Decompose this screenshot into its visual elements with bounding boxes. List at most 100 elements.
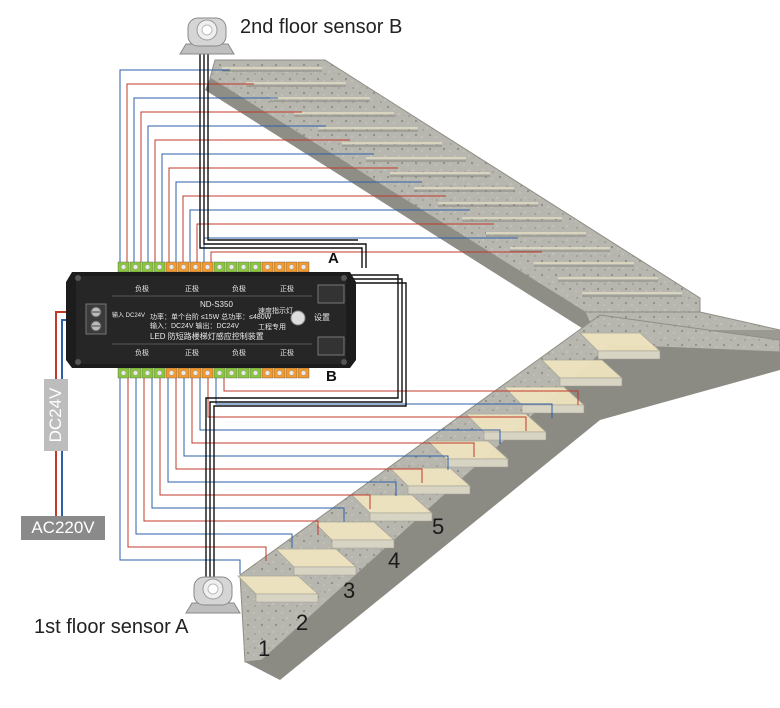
terminal-screw (228, 370, 235, 376)
terminal-screw (276, 264, 283, 270)
terminal-screw (300, 370, 307, 376)
step-riser (369, 512, 433, 522)
terminal-screw (264, 370, 271, 376)
bottom-group-label-1: 负极 (135, 350, 149, 357)
terminal-screw (180, 370, 187, 376)
led-wire-upper (154, 139, 350, 262)
terminal-screw (288, 264, 295, 270)
top-group-label-3: 负极 (232, 286, 246, 293)
step-riser (293, 566, 357, 576)
terminal-screw (120, 370, 127, 376)
terminal-screw (276, 370, 283, 376)
led-wire-upper (140, 111, 302, 262)
terminal-screw (180, 264, 187, 270)
terminal-screw (288, 370, 295, 376)
terminal-screw (204, 370, 211, 376)
led-wire-upper (210, 251, 542, 262)
led-wire-lower (159, 378, 371, 509)
led-wire-lower (215, 378, 553, 418)
screw-terminal-icon (85, 303, 107, 335)
led-wire-lower (223, 378, 579, 405)
led-wire-upper (175, 181, 422, 262)
step-riser (255, 593, 319, 603)
top-group-label-4: 正极 (280, 286, 294, 293)
engineering-label: 工程专用 (258, 324, 286, 331)
bottom-group-label-3: 负极 (232, 350, 246, 357)
sensor-b-label: 2nd floor sensor B (240, 16, 403, 38)
led-wire-lower (167, 378, 397, 496)
led-wire-upper (133, 97, 278, 262)
upper-stair-flight (205, 59, 701, 330)
port-a-label: A (328, 250, 339, 267)
terminal-screw (144, 370, 151, 376)
terminal-screw (132, 264, 139, 270)
controller-io-spec: 输入：DC24V 输出：DC24V (150, 323, 240, 330)
led-wire-lower (183, 378, 449, 470)
step-riser (331, 539, 395, 549)
led-wire-upper (119, 69, 230, 262)
top-group-label-1: 负极 (135, 286, 149, 293)
controller-model: ND-S350 (200, 300, 233, 309)
terminal-screw (252, 264, 259, 270)
led-wire-lower (143, 378, 319, 535)
terminal-screw (156, 264, 163, 270)
bottom-group-label-2: 正极 (185, 350, 199, 357)
terminal-screw (264, 264, 271, 270)
step-number-4: 4 (388, 548, 401, 573)
ac220v-label: AC220V (21, 516, 105, 540)
terminal-screw (192, 370, 199, 376)
terminal-screw (240, 264, 247, 270)
step-riser (597, 350, 661, 360)
power-input-label: 输入 DC24V (112, 313, 146, 319)
terminal-screw (228, 264, 235, 270)
sensor-a-label: 1st floor sensor A (34, 616, 189, 638)
step-riser (521, 404, 585, 414)
terminal-screw (144, 264, 151, 270)
motion-sensor-icon (179, 17, 235, 55)
port-b-label: B (326, 368, 337, 385)
step-number-5: 5 (432, 514, 445, 539)
terminal-screw (300, 264, 307, 270)
terminal-screw (120, 264, 127, 270)
step-riser (445, 458, 509, 468)
motion-sensor-icon (185, 576, 241, 614)
step-number-1: 1 (258, 636, 271, 661)
led-wire-lower (119, 378, 241, 574)
led-wire-upper (182, 195, 446, 262)
led-wire-upper (189, 209, 470, 262)
dc24v-box (44, 379, 68, 451)
step-riser (483, 431, 547, 441)
terminal-screw (132, 370, 139, 376)
lower-stair-flight (237, 314, 780, 680)
terminal-screw (216, 370, 223, 376)
setting-label: 设置 (314, 313, 330, 322)
led-wire-upper (168, 167, 398, 262)
led-wire-lower (127, 378, 267, 561)
step-riser (559, 377, 623, 387)
led-wire-lower (191, 378, 475, 457)
led-wire-upper (147, 125, 326, 262)
controller-unit (66, 261, 356, 379)
terminal-screw (168, 264, 175, 270)
terminal-screw (204, 264, 211, 270)
terminal-screw (156, 370, 163, 376)
step-number-3: 3 (343, 578, 356, 603)
led-wire-lower (199, 378, 501, 444)
controller-power-spec: 功率：单个台阶 ≤15W 总功率：≤480W (150, 314, 272, 321)
terminal-screw (216, 264, 223, 270)
terminal-screw (192, 264, 199, 270)
controller-title: LED 防短路楼梯灯感应控制装置 (150, 332, 264, 341)
led-wire-upper (126, 83, 254, 262)
led-wire-upper (196, 223, 494, 262)
led-wire-lower (151, 378, 345, 522)
terminal-screw (252, 370, 259, 376)
step-riser (407, 485, 471, 495)
led-wire-upper (161, 153, 374, 262)
bottom-group-label-4: 正极 (280, 350, 294, 357)
dc24v-label: DC24V (46, 387, 65, 443)
terminal-screw (240, 370, 247, 376)
led-wire-lower (175, 378, 423, 483)
speed-indicator-label: 速度指示灯 (258, 308, 293, 315)
sensor-cables (199, 40, 407, 585)
